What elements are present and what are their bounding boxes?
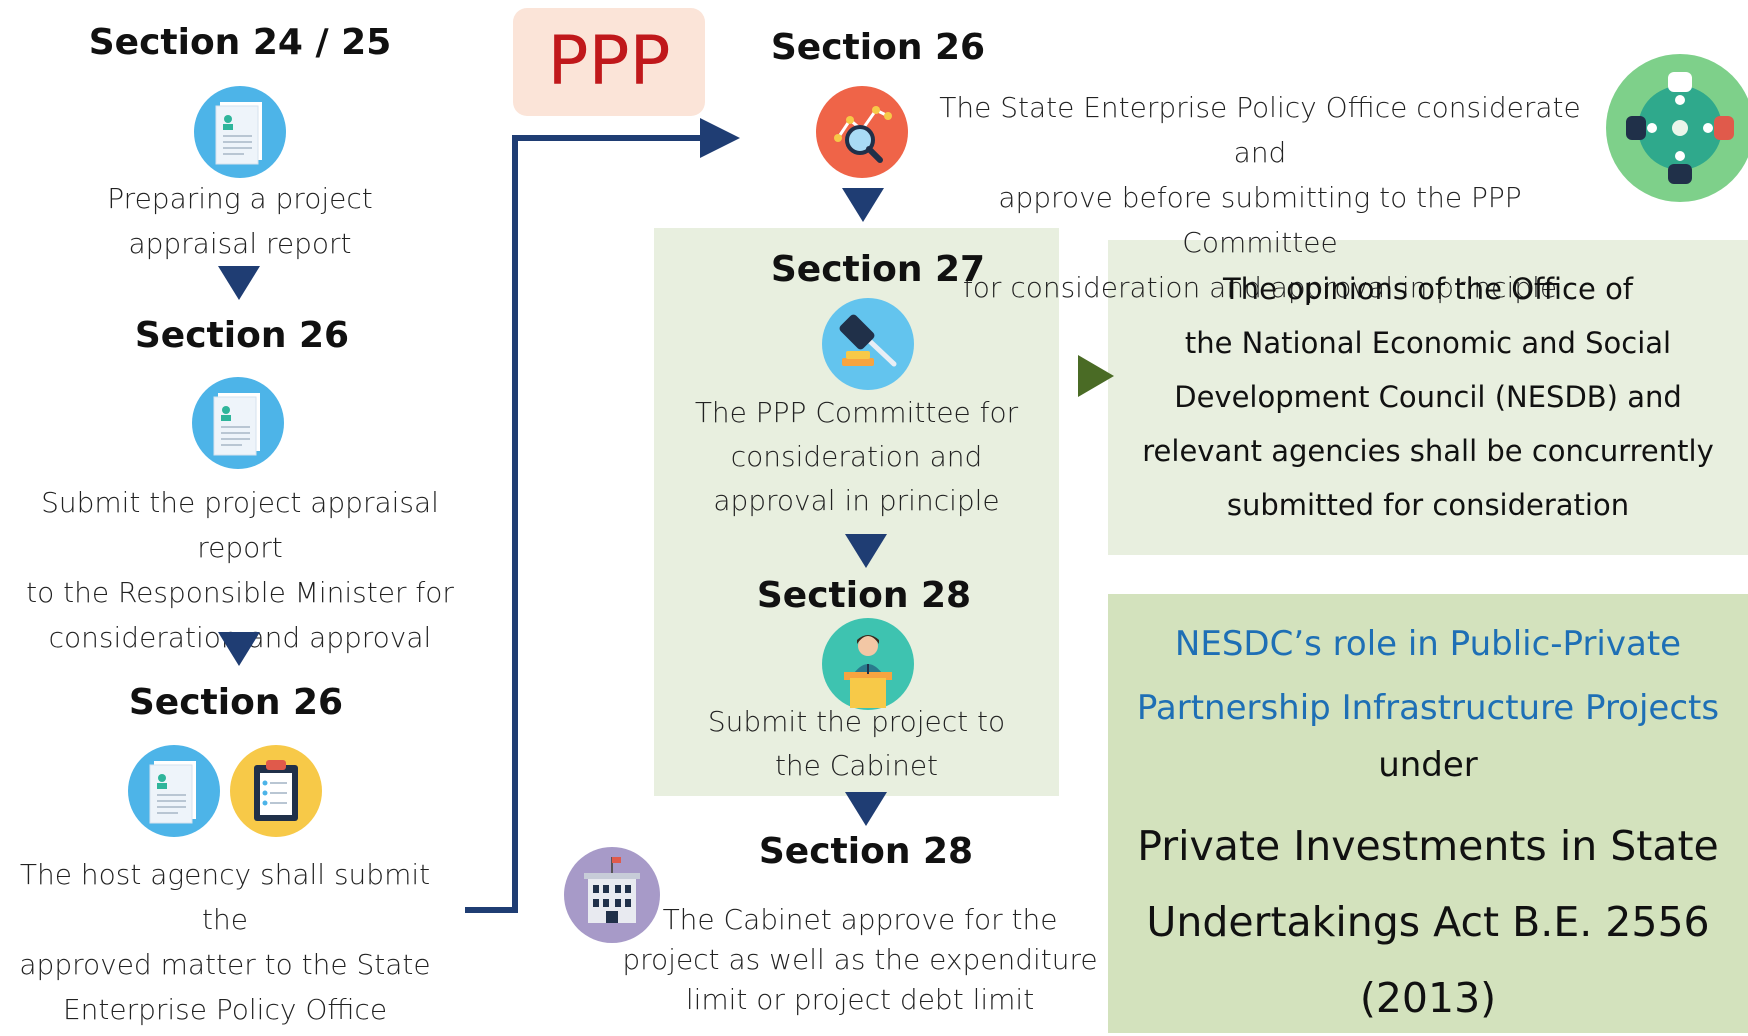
- government-building-icon: [564, 847, 660, 943]
- down-arrow-3: [842, 188, 884, 222]
- nesdc-role-title: NESDC’s role in Public-Private Partnersh…: [1136, 624, 1720, 728]
- document-icon: [192, 377, 284, 469]
- meeting-table-icon: [1606, 54, 1748, 202]
- middle-section26-title: Section 26: [770, 27, 986, 68]
- document-icon: [194, 86, 286, 178]
- middle-section28a-text: Submit the project to the Cabinet: [707, 705, 1006, 782]
- speaker-podium-icon: [822, 618, 914, 710]
- down-arrow-5: [845, 792, 887, 826]
- middle-section28a-title: Section 28: [756, 575, 972, 616]
- clipboard-icon: [230, 745, 322, 837]
- down-arrow-1: [218, 266, 260, 300]
- ppp-label-box: PPP: [513, 8, 705, 116]
- analytics-search-icon: [816, 86, 908, 178]
- middle-section27-title: Section 27: [770, 249, 986, 290]
- right-arrow-green: [1078, 355, 1114, 397]
- opinions-text: The opinions of the Office of the Nation…: [1142, 272, 1714, 522]
- opinions-panel: [1108, 240, 1748, 555]
- document-icon: [128, 745, 220, 837]
- left-section2-title: Section 26: [134, 315, 350, 356]
- middle-section26-text: The State Enterprise Policy Office consi…: [939, 91, 1581, 304]
- left-section3-text: The host agency shall submit the approve…: [19, 858, 431, 1026]
- middle-section28b-text: The Cabinet approve for the project as w…: [622, 903, 1098, 1016]
- down-arrow-2: [218, 632, 260, 666]
- middle-section27-text: The PPP Committee for consideration and …: [694, 396, 1019, 517]
- role-under-text: under: [1378, 745, 1478, 785]
- middle-section28b-title: Section 28: [758, 831, 974, 872]
- down-arrow-4: [845, 534, 887, 568]
- left-section3-title: Section 26: [128, 682, 344, 723]
- left-section1-title: Section 24 / 25: [88, 22, 392, 63]
- ppp-label: PPP: [547, 22, 671, 101]
- act-title: Private Investments in State Undertaking…: [1137, 822, 1719, 1022]
- left-section1-text: Preparing a project appraisal report: [107, 182, 373, 260]
- connector-arrow: [465, 118, 740, 913]
- gavel-icon: [822, 298, 914, 390]
- nesdc-role-panel: [1108, 594, 1748, 1033]
